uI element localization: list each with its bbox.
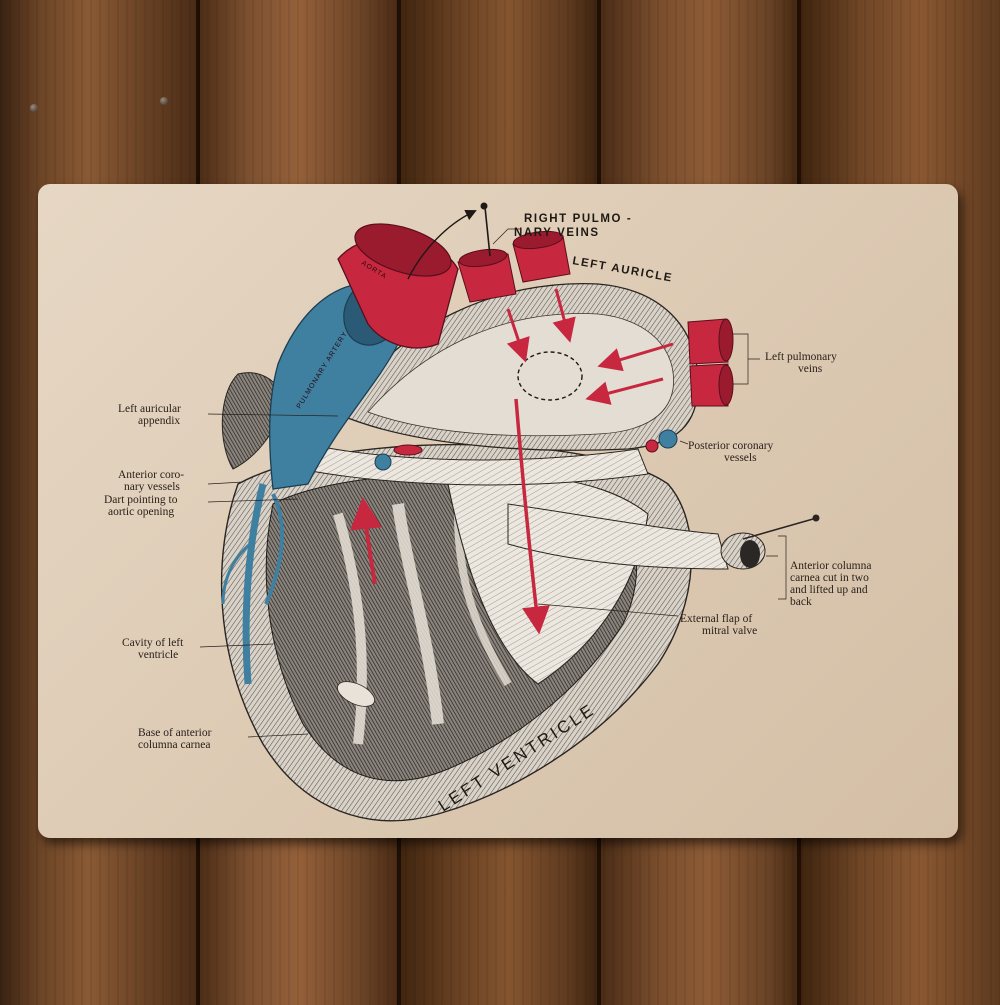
base-anterior-columna-label: Base of anterior	[138, 727, 212, 739]
nail-icon	[30, 104, 38, 112]
base-anterior-columna-label: columna carnea	[138, 739, 210, 751]
left-auricular-appendix	[221, 372, 284, 470]
anterior-columna-label: back	[790, 596, 812, 608]
anterior-columna-label: carnea cut in two	[790, 572, 869, 584]
right-pulmonary-veins-label: NARY VEINS	[514, 227, 600, 239]
anatomy-sign-board: PULMONARY ARTERY AORTA	[38, 184, 958, 838]
posterior-coronary-vessels-label: Posterior coronary	[688, 440, 774, 452]
external-flap-label: External flap of	[680, 613, 752, 625]
anterior-coronary-vessels-label: Anterior coro-	[118, 469, 184, 481]
posterior-coronary-vessels-label: vessels	[724, 452, 757, 464]
dart-aortic-opening-label: Dart pointing to	[104, 494, 178, 506]
anterior-coronary-vessels-label: nary vessels	[124, 481, 180, 493]
nail-icon	[160, 97, 168, 105]
left-pulmonary-veins-label: veins	[798, 363, 823, 375]
anterior-columna-carnea	[507, 503, 729, 570]
left-pulmonary-veins-label: Left pulmonary	[765, 351, 837, 363]
heart-illustration: PULMONARY ARTERY AORTA	[220, 202, 820, 822]
aortic-opening-outline	[517, 351, 583, 401]
cavity-left-ventricle-label: Cavity of left	[122, 637, 184, 649]
leader-lines	[199, 228, 787, 738]
cavity-left-ventricle-label: ventricle	[138, 649, 178, 661]
heart-diagram: PULMONARY ARTERY AORTA	[104, 202, 871, 822]
anterior-columna-label: Anterior columna	[790, 560, 871, 572]
left-auricular-appendix-label: Left auricular	[118, 403, 181, 415]
right-pulmonary-veins-label: RIGHT PULMO -	[524, 213, 632, 225]
left-auricle-label: LEFT AURICLE	[571, 255, 673, 284]
left-auricular-appendix-label: appendix	[138, 415, 180, 427]
dart-aortic-opening-label: aortic opening	[108, 506, 174, 518]
external-flap-label: mitral valve	[702, 625, 757, 637]
anterior-columna-label: and lifted up and	[790, 584, 868, 596]
left-pulmonary-vein-1	[687, 318, 729, 365]
left-pulmonary-vein-2	[689, 363, 729, 407]
